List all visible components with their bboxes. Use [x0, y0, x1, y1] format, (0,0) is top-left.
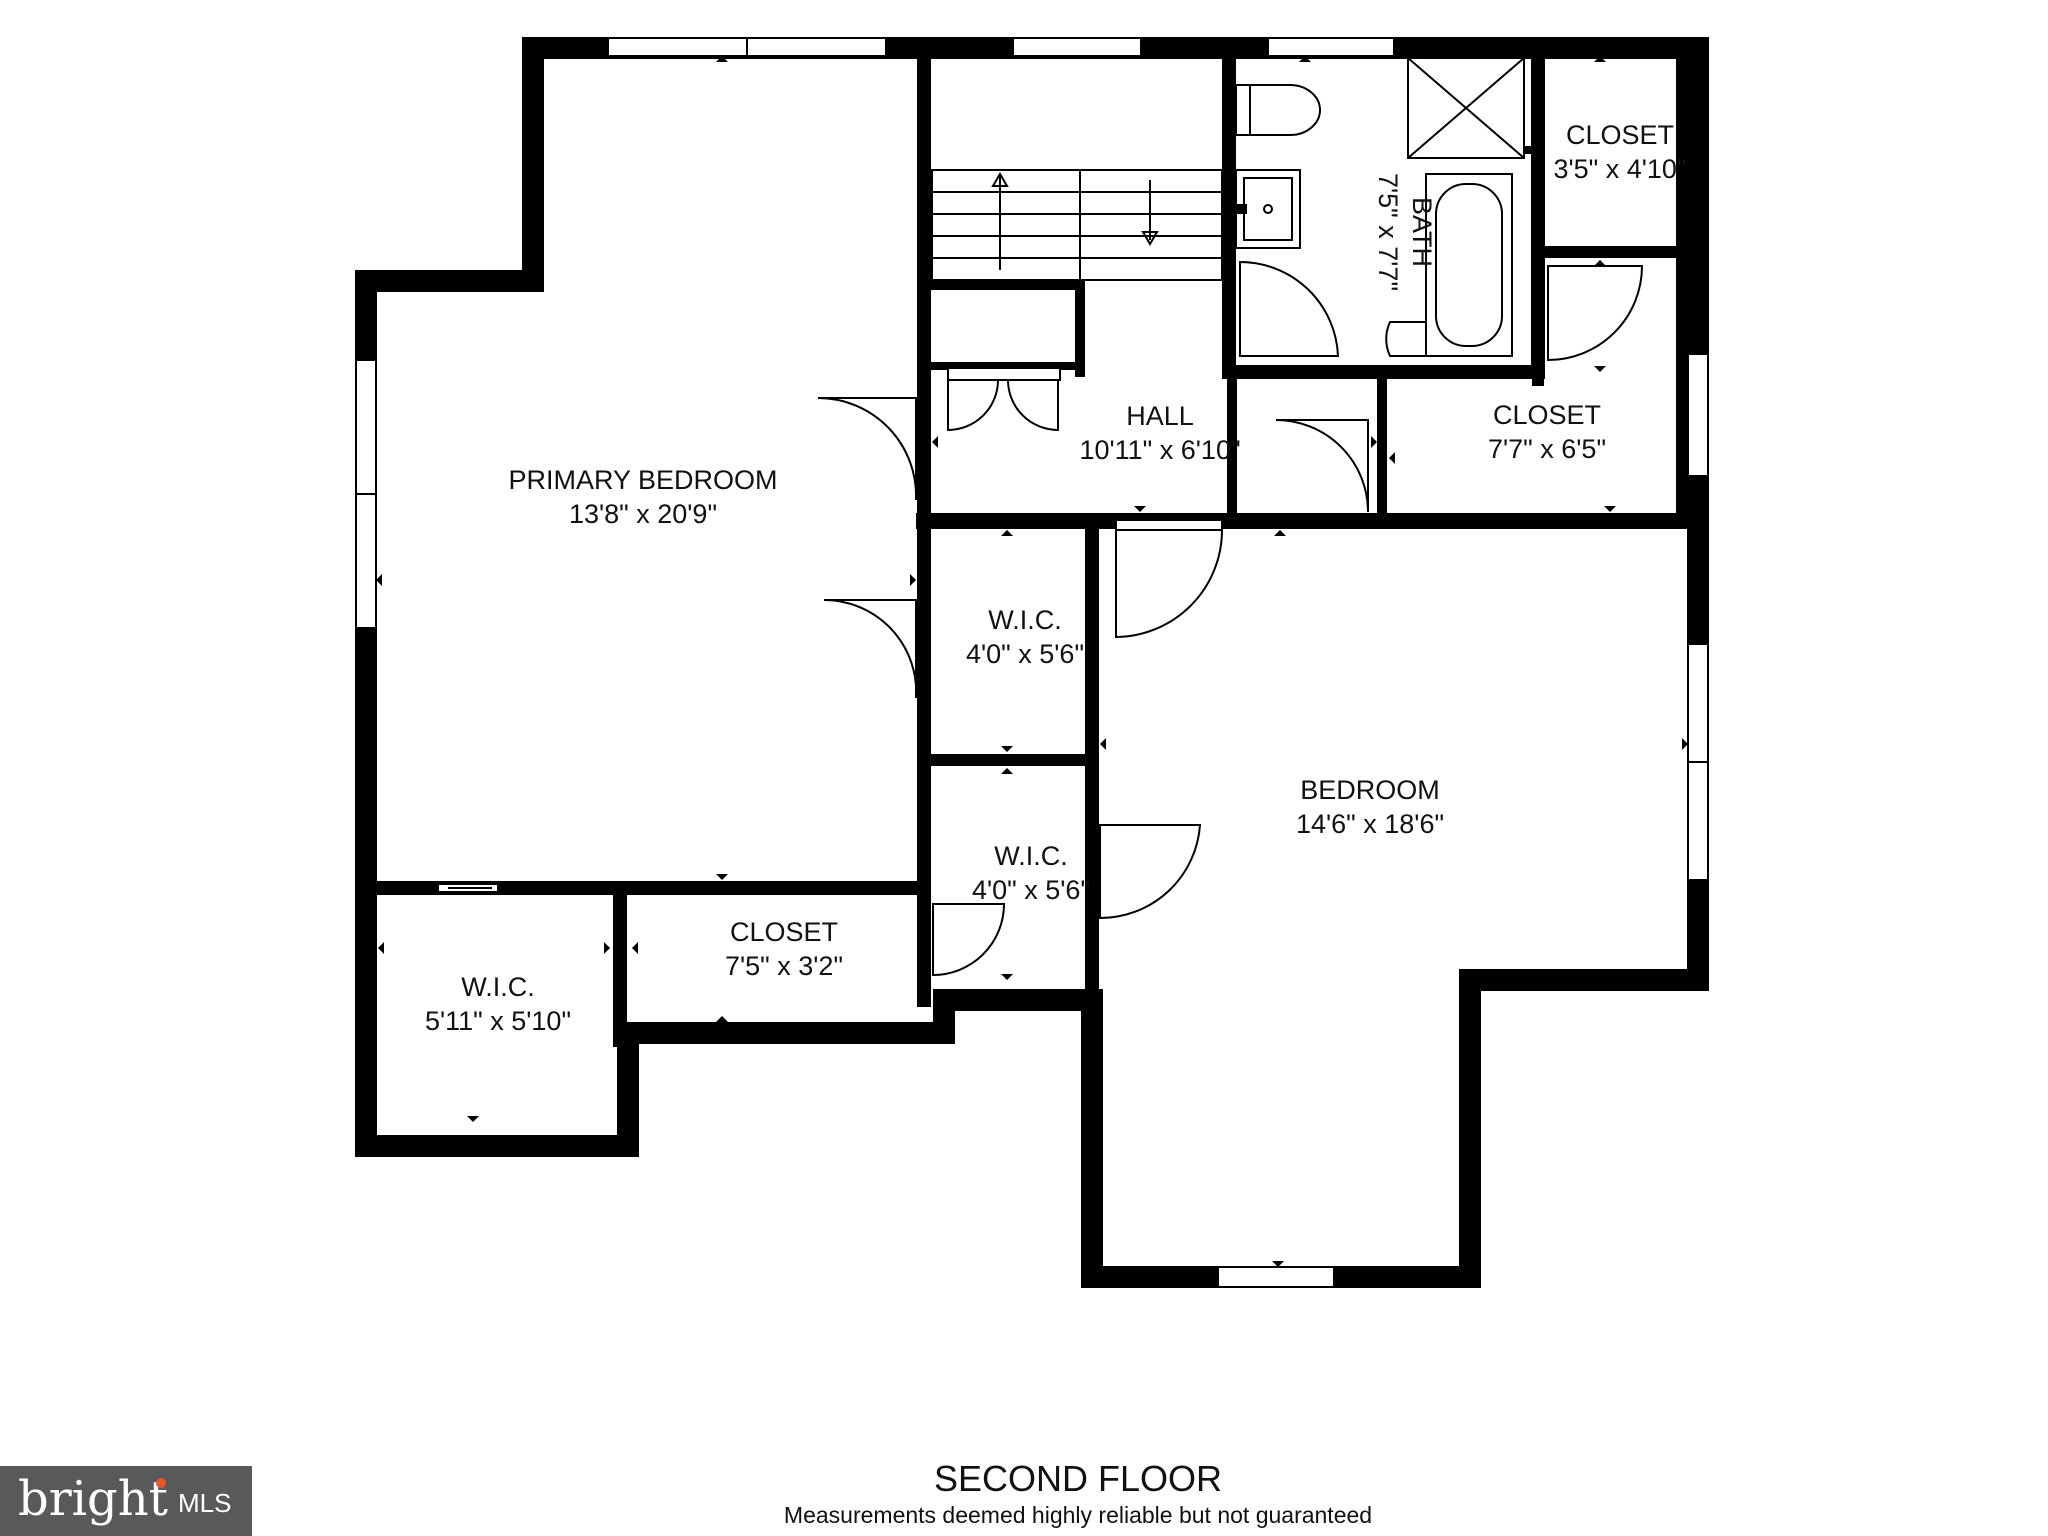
room-dimensions: 4'0" x 5'6": [971, 875, 1091, 905]
room-name: W.I.C.: [994, 841, 1068, 871]
room-dimensions: 4'0" x 5'6": [965, 639, 1085, 669]
room-dimensions: 10'11" x 6'10": [1079, 435, 1241, 465]
doors: [437, 260, 1644, 977]
room-label-closet-bottom: CLOSET 7'5" x 3'2": [725, 915, 843, 983]
logo-accent-icon: [156, 1478, 166, 1488]
room-label-wic-left: W.I.C. 5'11" x 5'10": [425, 970, 571, 1038]
room-name: CLOSET: [1565, 120, 1675, 150]
room-name: W.I.C.: [461, 972, 535, 1002]
room-name: W.I.C.: [988, 605, 1062, 635]
room-label-bath: BATH 7'5" x 7'7": [1371, 173, 1439, 291]
bath-fixtures: [1235, 57, 1525, 357]
bright-mls-logo: bright MLS: [0, 1466, 252, 1536]
room-dimensions: 7'5" x 3'2": [724, 951, 844, 981]
room-dimensions: 7'7" x 6'5": [1487, 434, 1607, 464]
windows: [355, 37, 1709, 1288]
logo-suffix: MLS: [178, 1488, 232, 1518]
room-label-bedroom: BEDROOM 14'6" x 18'6": [1296, 773, 1444, 841]
room-name: CLOSET: [1492, 400, 1602, 430]
room-dimensions: 13'8" x 20'9": [568, 499, 718, 529]
room-label-closet-top: CLOSET 3'5" x 4'10": [1553, 118, 1686, 186]
room-dimensions: 7'5" x 7'7": [1373, 172, 1403, 292]
logo-wordmark: bright: [18, 1471, 168, 1527]
room-dimensions: 3'5" x 4'10": [1553, 154, 1687, 184]
room-dimensions: 14'6" x 18'6": [1295, 809, 1445, 839]
floor-title: SECOND FLOOR: [933, 1458, 1223, 1499]
room-name: CLOSET: [729, 917, 839, 947]
room-name: PRIMARY BEDROOM: [508, 465, 778, 495]
room-dimensions: 5'11" x 5'10": [424, 1006, 572, 1036]
room-name: HALL: [1126, 401, 1194, 431]
room-label-wic-upper: W.I.C. 4'0" x 5'6": [966, 603, 1084, 671]
room-label-hall: HALL 10'11" x 6'10": [1079, 399, 1240, 467]
room-label-closet-hall: CLOSET 7'7" x 6'5": [1488, 398, 1606, 466]
room-label-primary-bedroom: PRIMARY BEDROOM 13'8" x 20'9": [508, 463, 777, 531]
room-name: BEDROOM: [1300, 775, 1440, 805]
room-label-wic-lower: W.I.C. 4'0" x 5'6": [972, 839, 1090, 907]
disclaimer-text: Measurements deemed highly reliable but …: [783, 1502, 1373, 1528]
measurement-ticks: [376, 56, 1688, 1267]
room-name: BATH: [1407, 196, 1437, 268]
stairs: [931, 169, 1223, 281]
